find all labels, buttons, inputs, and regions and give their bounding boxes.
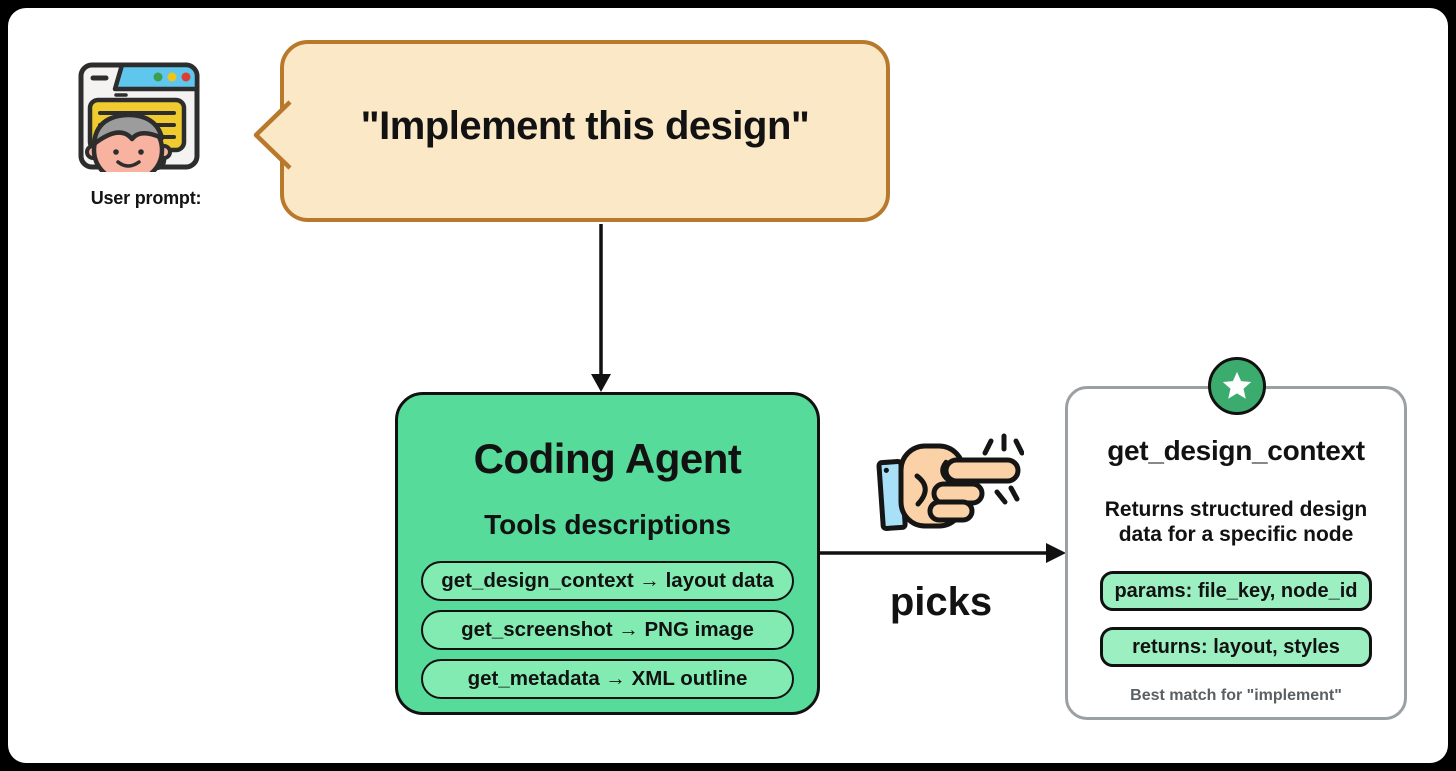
coding-agent-title: Coding Agent bbox=[473, 435, 742, 482]
tool-pill-get-design-context: get_design_context → layout data bbox=[421, 561, 794, 601]
result-card-title: get_design_context bbox=[1107, 435, 1365, 466]
diagram-canvas: User prompt: "Implement this design" Cod… bbox=[8, 8, 1448, 763]
down-arrow-icon bbox=[591, 224, 611, 392]
star-icon bbox=[1222, 371, 1252, 399]
user-prompt-label: User prompt: bbox=[90, 188, 202, 208]
result-card: get_design_context Returns structured de… bbox=[1065, 386, 1407, 720]
params-pill: params: file_key, node_id bbox=[1100, 571, 1372, 611]
speech-bubble-text: "Implement this design" bbox=[360, 103, 810, 148]
star-badge bbox=[1208, 357, 1266, 415]
returns-pill: returns: layout, styles bbox=[1100, 627, 1372, 667]
tool-pill-get-screenshot: get_screenshot → PNG image bbox=[421, 610, 794, 650]
coding-agent-box: Coding Agent Tools descriptions get_desi… bbox=[395, 392, 820, 715]
result-card-description: Returns structured design data for a spe… bbox=[1104, 498, 1368, 546]
result-card-footer: Best match for "implement" bbox=[1130, 687, 1342, 704]
pointing-hand-icon bbox=[876, 433, 1024, 531]
tools-descriptions-subtitle: Tools descriptions bbox=[484, 509, 731, 540]
speech-bubble-tail-icon bbox=[253, 100, 292, 170]
tool-pill-get-metadata: get_metadata → XML outline bbox=[421, 659, 794, 699]
user-browser-icon bbox=[78, 62, 200, 172]
right-arrow-icon bbox=[820, 543, 1066, 563]
speech-bubble: "Implement this design" bbox=[280, 40, 890, 222]
picks-label: picks bbox=[889, 580, 993, 624]
tool-pill-list: get_design_context → layout data get_scr… bbox=[421, 561, 794, 699]
